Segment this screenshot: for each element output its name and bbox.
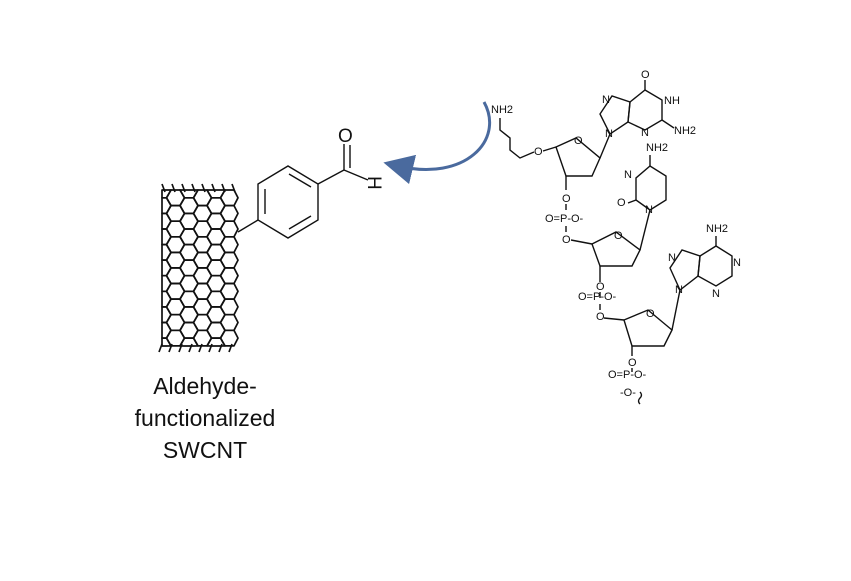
benzene-ring-icon — [237, 165, 345, 239]
cytosine-n3-label: N — [624, 169, 632, 181]
cytosine-nh2-label: NH2 — [646, 142, 668, 154]
sugar3-oxygen-label: O — [646, 308, 655, 320]
guanine-n9-label: N — [605, 128, 613, 140]
sugar1-oxygen-label: O — [574, 135, 583, 147]
caption-line-3: SWCNT — [162, 437, 248, 463]
cytosine-oxygen-label: O — [617, 197, 626, 209]
linker-amine-label: NH2 — [491, 104, 513, 116]
phosphate2-group: O=P-O- — [578, 291, 617, 303]
adenine-n1-label: N — [733, 257, 741, 269]
curved-arrow-icon — [383, 101, 491, 185]
adenine-nh2-label: NH2 — [706, 223, 728, 235]
phosphate3-group: O=P-O- — [608, 369, 647, 381]
sugar2-oxygen-label: O — [614, 230, 623, 242]
cytosine-n1-label: N — [645, 204, 653, 216]
guanine-n3-label: N — [641, 127, 649, 139]
guanine-nh2-label: NH2 — [674, 125, 696, 137]
guanine-nh-label: NH — [664, 95, 680, 107]
dna-strand-icon: NH2 O O O O=P-O- O O NH N N N NH2 O O O=… — [491, 69, 741, 405]
adenine-n7-label: N — [668, 252, 676, 264]
phosphate2-bottom-oxygen: O — [596, 311, 605, 323]
phosphate1-top-oxygen: O — [562, 193, 571, 205]
swcnt-caption: Aldehyde- functionalized SWCNT — [105, 370, 305, 466]
aldehyde-hydrogen-label: H — [363, 176, 384, 190]
phosphate3-terminal: -O- — [620, 387, 636, 399]
aldehyde-group: O H — [338, 126, 384, 190]
caption-line-1: Aldehyde- — [153, 373, 257, 399]
swcnt-icon — [158, 183, 239, 353]
guanine-n7-label: N — [602, 94, 610, 106]
phosphate1-group: O=P-O- — [545, 213, 584, 225]
phosphate2-top-oxygen: O — [596, 281, 605, 293]
guanine-oxygen-label: O — [641, 69, 650, 81]
linker-oxygen-label: O — [534, 146, 543, 158]
phosphate1-bottom-oxygen: O — [562, 234, 571, 246]
phosphate3-top-oxygen: O — [628, 357, 637, 369]
adenine-n3-label: N — [712, 288, 720, 300]
adenine-n9-label: N — [675, 284, 683, 296]
aldehyde-oxygen-label: O — [338, 126, 353, 147]
caption-line-2: functionalized — [134, 405, 276, 431]
